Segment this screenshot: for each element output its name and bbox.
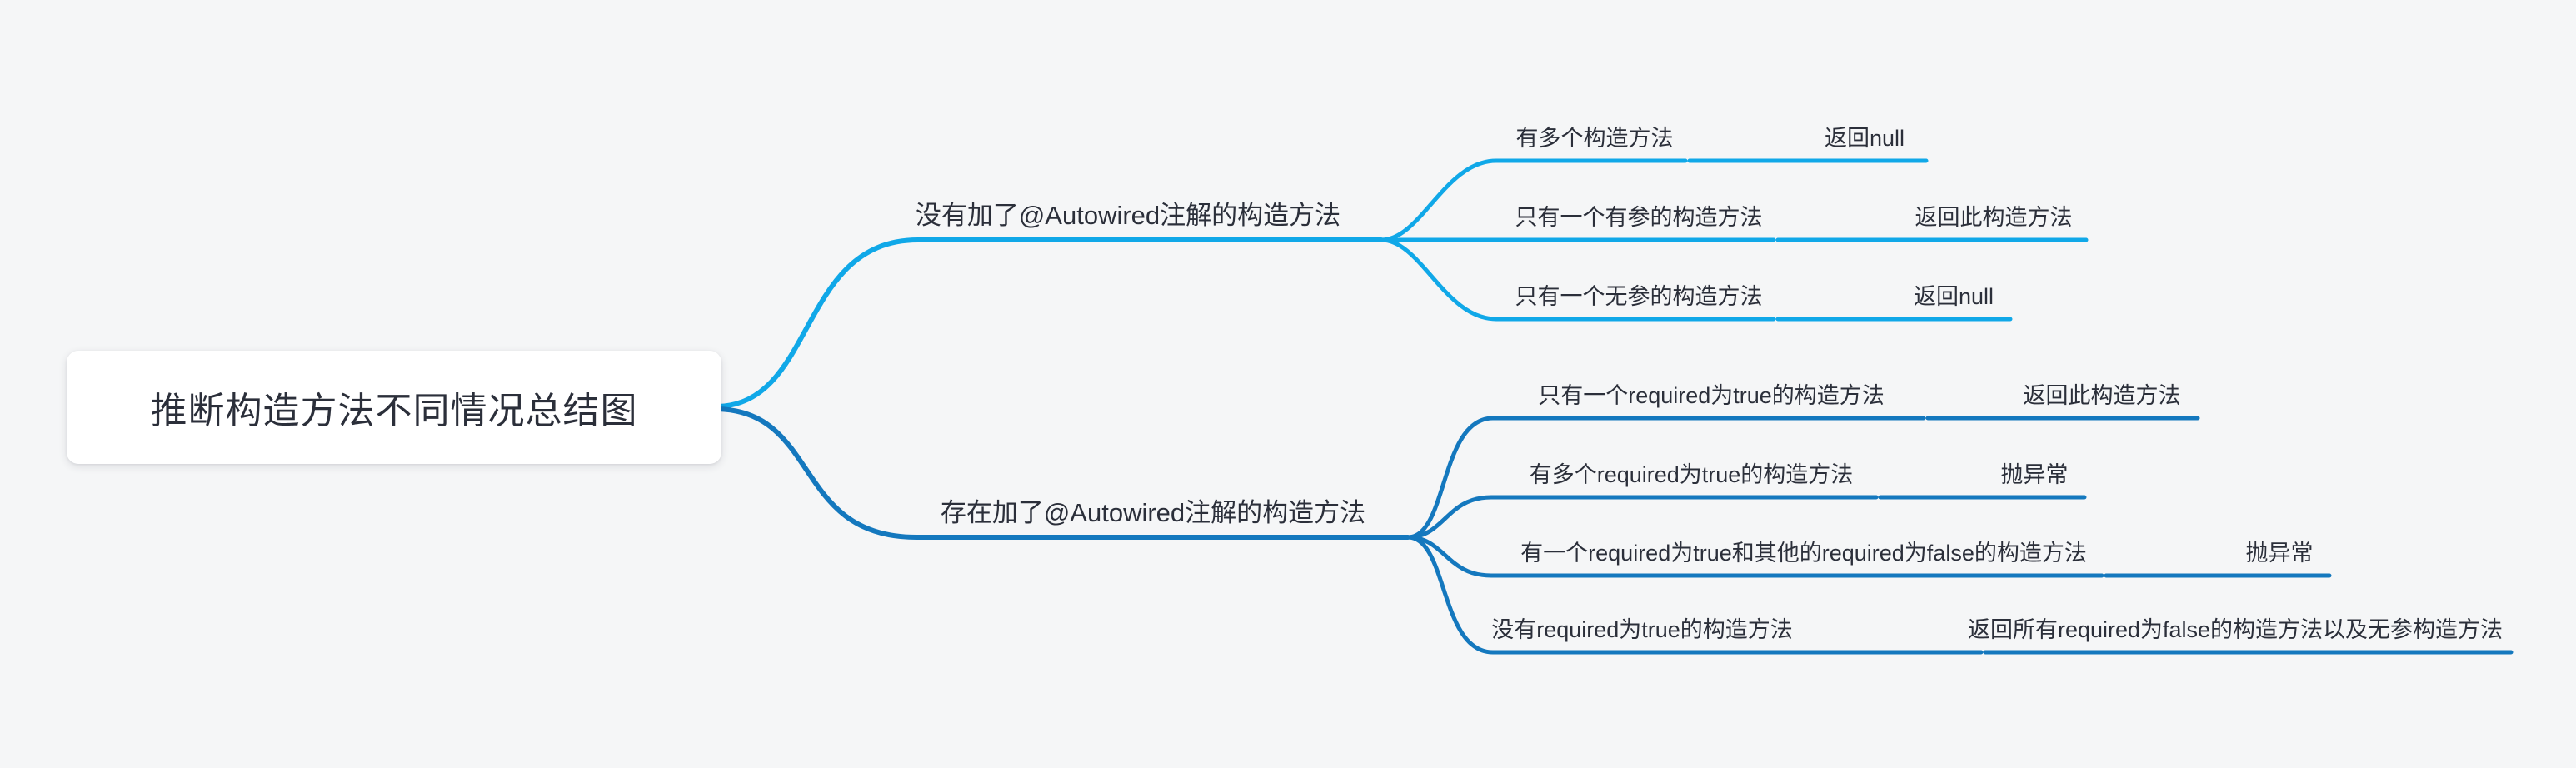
leaf-condition[interactable]: 只有一个无参的构造方法 bbox=[1515, 284, 1763, 309]
connector-root-branch1 bbox=[716, 237, 1384, 409]
connector-branch2-leaf3 bbox=[1405, 535, 2104, 578]
leaf-result[interactable]: 返回此构造方法 bbox=[1915, 205, 2073, 230]
connector-root-branch2 bbox=[716, 406, 1410, 540]
connector-branch2-leaf1 bbox=[1405, 416, 1926, 540]
connector-branch2-leaf4 bbox=[1405, 535, 1984, 655]
leaf-result[interactable]: 抛异常 bbox=[2245, 541, 2314, 566]
leaf-result[interactable]: 返回null bbox=[1824, 126, 1905, 151]
leaf-condition[interactable]: 只有一个有参的构造方法 bbox=[1515, 205, 1763, 230]
leaf-condition[interactable]: 只有一个required为true的构造方法 bbox=[1538, 383, 1885, 408]
connector-branch1-leaf1 bbox=[1379, 158, 1688, 242]
branch-node-no-autowired[interactable]: 没有加了@Autowired注解的构造方法 bbox=[915, 201, 1341, 230]
leaf-condition[interactable]: 有一个required为true和其他的required为false的构造方法 bbox=[1520, 541, 2087, 566]
leaf-condition[interactable]: 有多个构造方法 bbox=[1515, 126, 1674, 151]
root-node[interactable]: 推断构造方法不同情况总结图 bbox=[67, 351, 721, 464]
leaf-result[interactable]: 抛异常 bbox=[2000, 462, 2069, 487]
connector-branch1-leaf3 bbox=[1379, 237, 1776, 322]
leaf-result[interactable]: 返回所有required为false的构造方法以及无参构造方法 bbox=[1967, 617, 2504, 642]
leaf-condition[interactable]: 没有required为true的构造方法 bbox=[1491, 617, 1793, 642]
connector-branch2-leaf2 bbox=[1405, 495, 1879, 540]
leaf-result[interactable]: 返回null bbox=[1913, 284, 1994, 309]
branch-node-has-autowired[interactable]: 存在加了@Autowired注解的构造方法 bbox=[940, 498, 1366, 527]
leaf-condition[interactable]: 有多个required为true的构造方法 bbox=[1529, 462, 1854, 487]
leaf-result[interactable]: 返回此构造方法 bbox=[2023, 383, 2181, 408]
